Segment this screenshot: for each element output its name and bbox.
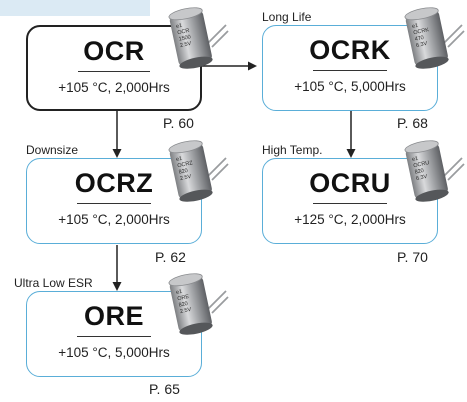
- series-box-ocrz: OCRZ +105 °C, 2,000Hrs: [26, 158, 202, 244]
- capacitor-marking: e1: [176, 156, 183, 163]
- series-box-ocru: OCRU +125 °C, 2,000Hrs: [262, 158, 438, 244]
- series-spec: +125 °C, 2,000Hrs: [294, 212, 406, 227]
- name-underline: [77, 336, 151, 337]
- capacitor-marking: OCR: [177, 28, 190, 36]
- page-ref-ocrk: P. 68: [397, 115, 428, 131]
- capacitor-marking: OCRZ: [177, 160, 194, 169]
- capacitor-marking: e1: [412, 23, 419, 30]
- page-ref-ore: P. 65: [149, 381, 180, 397]
- capacitor-marking: 820: [178, 168, 188, 176]
- series-box-ore: ORE +105 °C, 5,000Hrs: [26, 291, 202, 377]
- capacitor-marking: e1: [176, 289, 183, 296]
- feature-label-ore: Ultra Low ESR: [14, 276, 93, 290]
- capacitor-marking: e1: [176, 23, 183, 30]
- page-ref-ocru: P. 70: [397, 249, 428, 265]
- header-band: [0, 0, 150, 16]
- series-name: OCR: [83, 36, 145, 66]
- capacitor-marking: e1: [412, 156, 419, 163]
- page-ref-ocrz: P. 62: [155, 249, 186, 265]
- name-underline: [77, 203, 151, 204]
- name-underline: [313, 203, 387, 204]
- capacitor-marking: ORE: [177, 294, 190, 302]
- series-box-ocrk: OCRK +105 °C, 5,000Hrs: [262, 25, 438, 111]
- capacitor-marking: 2.5V: [180, 174, 193, 182]
- capacitor-marking: 6.3V: [416, 41, 429, 49]
- capacitor-marking: 2.5V: [180, 41, 193, 49]
- capacitor-marking: 470: [414, 35, 424, 43]
- feature-label-ocrk: Long Life: [262, 10, 312, 24]
- series-name: OCRK: [309, 35, 391, 65]
- name-underline: [313, 70, 387, 71]
- series-spec: +105 °C, 2,000Hrs: [58, 80, 170, 95]
- capacitor-marking: 2.5V: [180, 307, 193, 315]
- capacitor-marking: OCRK: [413, 27, 430, 36]
- series-name: ORE: [83, 301, 144, 331]
- capacitor-marking: 1500: [178, 34, 191, 42]
- series-spec: +105 °C, 5,000Hrs: [294, 79, 406, 94]
- feature-label-ocrz: Downsize: [26, 143, 79, 157]
- capacitor-marking: 820: [178, 301, 188, 309]
- page-ref-ocr: P. 60: [163, 115, 194, 131]
- series-spec: +105 °C, 5,000Hrs: [58, 345, 170, 360]
- name-underline: [78, 71, 150, 72]
- series-name: OCRZ: [74, 168, 154, 198]
- series-spec: +105 °C, 2,000Hrs: [58, 212, 170, 227]
- capacitor-marking: OCRU: [413, 160, 430, 169]
- series-box-ocr: OCR +105 °C, 2,000Hrs: [26, 25, 202, 111]
- capacitor-marking: 6.3V: [416, 174, 429, 182]
- capacitor-marking: 820: [414, 168, 424, 176]
- series-name: OCRU: [309, 168, 391, 198]
- feature-label-ocru: High Temp.: [262, 143, 323, 157]
